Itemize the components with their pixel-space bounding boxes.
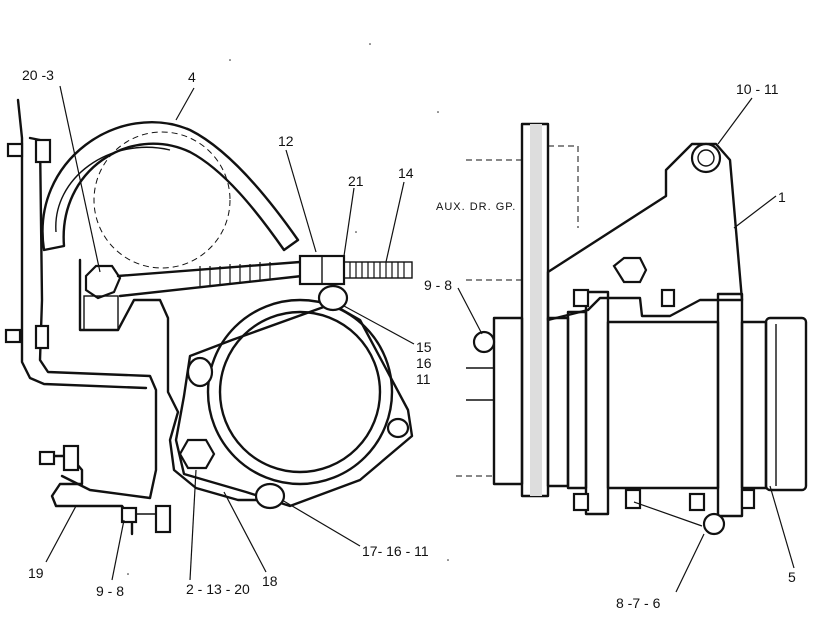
nut-20-3 xyxy=(83,264,122,331)
callout-9-8-left: 9 - 8 xyxy=(96,583,124,599)
threaded-rod-14 xyxy=(116,254,413,298)
specks xyxy=(127,43,449,575)
flange-plate xyxy=(174,284,414,510)
callout-labels: 20 -3 4 12 21 14 15 16 11 19 9 - 8 2 - 1… xyxy=(22,67,796,611)
callout-4: 4 xyxy=(188,69,196,85)
bolt-9-8-lower xyxy=(120,504,172,534)
bolt-upper-left xyxy=(6,138,52,164)
bolts-right xyxy=(572,288,756,512)
mounting-bracket xyxy=(28,136,158,500)
callout-21: 21 xyxy=(348,173,364,189)
callout-10-11: 10 - 11 xyxy=(736,81,779,97)
callout-18: 18 xyxy=(262,573,278,589)
callout-15: 15 xyxy=(416,339,432,355)
left-view xyxy=(4,98,414,536)
callout-20-3: 20 -3 xyxy=(22,67,54,83)
callout-14: 14 xyxy=(398,165,414,181)
callout-12: 12 xyxy=(278,133,294,149)
callout-19: 19 xyxy=(28,565,44,581)
leader-lines xyxy=(45,85,795,593)
right-view xyxy=(456,122,808,536)
bolt-middle-left xyxy=(4,324,50,350)
callout-17-16-11: 17- 16 - 11 xyxy=(362,543,429,559)
callout-2-13-20: 2 - 13 - 20 xyxy=(186,581,250,597)
callout-16: 16 xyxy=(416,355,432,371)
callout-11: 11 xyxy=(416,371,431,387)
housing-cylinder xyxy=(492,290,808,518)
callout-5: 5 xyxy=(788,569,796,585)
note-aux-dr-gp: AUX. DR. GP. xyxy=(436,201,516,213)
bracket-1 xyxy=(546,142,744,322)
hose-4 xyxy=(41,120,300,252)
callout-9-8-right: 9 - 8 xyxy=(424,277,452,293)
callout-8-7-6: 8 -7 - 6 xyxy=(616,595,661,611)
callout-1: 1 xyxy=(778,189,786,205)
